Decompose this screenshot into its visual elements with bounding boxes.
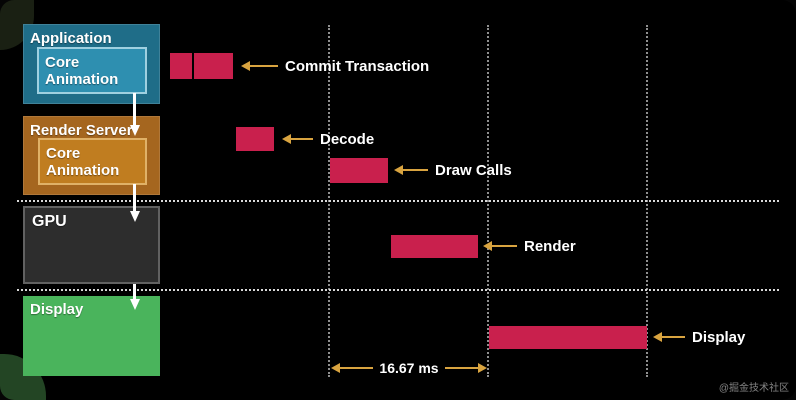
ruler-line (444, 366, 479, 370)
arrow-down-icon (129, 184, 140, 222)
frame-duration-label: 16.67 ms (379, 360, 439, 376)
render-server-core-animation-box: Core Animation (38, 138, 147, 185)
arrow-head (129, 211, 140, 222)
arrow-down-icon (129, 93, 140, 136)
application-core-animation-box: Core Animation (37, 47, 147, 94)
bar-segment (194, 53, 233, 79)
arrow-shaft (133, 93, 136, 125)
arrow-left-icon (241, 61, 278, 70)
draw-calls-bar (330, 158, 388, 183)
annotation-render: Render (483, 237, 576, 255)
bar-segment (170, 53, 192, 79)
annotation-decode: Decode (282, 130, 375, 148)
display-bar (489, 326, 647, 349)
lane-divider-line (17, 289, 779, 291)
frame-duration-ruler: 16.67 ms (331, 360, 488, 376)
render-server-label: Render Server (30, 122, 133, 139)
arrow-left-icon (653, 332, 685, 341)
arrow-down-icon (129, 284, 140, 310)
arrow-head (129, 299, 140, 310)
gpu-label: GPU (32, 213, 67, 230)
application-label: Application (30, 30, 112, 47)
arrow-shaft (133, 284, 136, 299)
annotation-label: Render (524, 237, 576, 255)
annotation-draw-calls: Draw Calls (394, 161, 512, 179)
lane-divider-line (17, 200, 779, 202)
arrow-right-icon (478, 363, 488, 373)
arrow-left-icon (331, 363, 340, 373)
arrow-head (129, 125, 140, 136)
watermark: @掘金技术社区 (718, 383, 789, 394)
application-lane-box: Application Core Animation (23, 24, 160, 104)
core-animation-label: Core Animation (45, 54, 119, 88)
ruler-line (340, 366, 374, 370)
render-bar (391, 235, 478, 258)
arrow-shaft (133, 184, 136, 211)
decode-bar (236, 127, 274, 151)
arrow-left-icon (282, 134, 313, 143)
annotation-label: Display (692, 328, 746, 346)
annotation-label: Commit Transaction (285, 57, 430, 75)
core-animation-label: Core Animation (46, 145, 120, 179)
arrow-left-icon (394, 165, 428, 174)
commit-transaction-bar (170, 53, 233, 79)
annotation-label: Decode (320, 130, 375, 148)
display-label: Display (30, 301, 84, 318)
annotation-commit-transaction: Commit Transaction (241, 57, 430, 75)
annotation-display: Display (653, 328, 746, 346)
annotation-label: Draw Calls (435, 161, 512, 179)
arrow-left-icon (483, 241, 517, 250)
